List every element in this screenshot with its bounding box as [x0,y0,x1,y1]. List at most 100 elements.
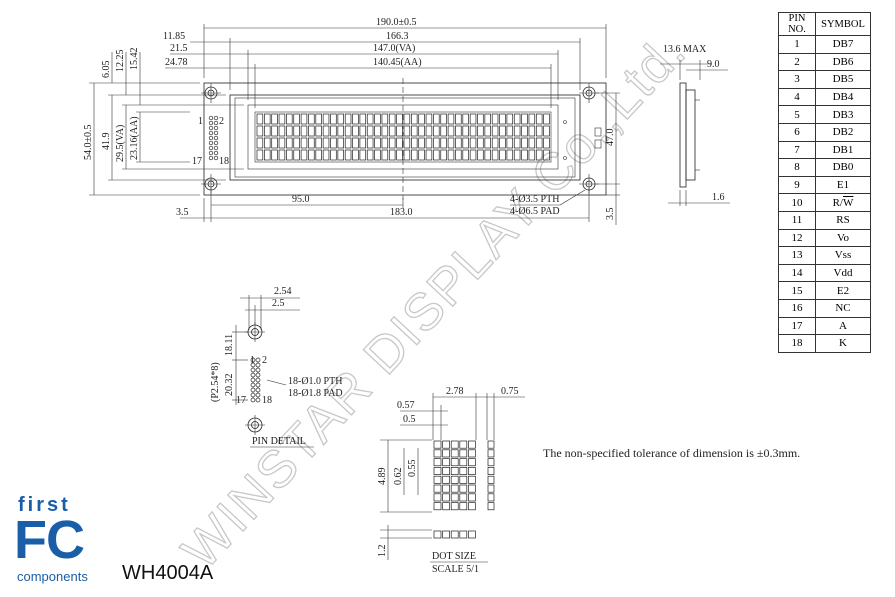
char-cell [462,149,469,161]
pin-symbol: A [815,316,871,336]
char-cell [286,113,293,125]
char-cell [271,149,278,161]
char-cell [447,149,455,161]
char-cell [484,113,492,125]
char-cell [256,125,264,137]
dot-dim-0-75: 0.75 [501,386,519,397]
dim-13-6: 13.6 MAX [663,44,707,55]
dim-29-5: 29.5(VA) [115,125,126,162]
dot-cell [450,440,459,449]
dot-cell [468,458,476,467]
char-cell [344,125,352,137]
dot-cell [433,502,442,511]
dot-cell [459,502,468,511]
char-cell [447,113,455,125]
char-cell [513,125,521,137]
char-cell [322,149,330,161]
dot-cell [459,493,468,502]
char-cell [499,113,506,125]
char-cell [462,137,469,149]
dot-cell [433,484,442,493]
dot-cell [442,530,450,539]
detail-pin [250,392,256,398]
front-pin [213,115,219,121]
front-pin-17-label: 17 [192,156,202,167]
pin-number: 17 [778,316,816,336]
char-cell [418,149,425,161]
char-cell [528,149,536,161]
char-cell [462,113,469,125]
pin-number: 12 [778,228,816,248]
char-cell [271,125,278,137]
char-cell [403,137,411,149]
char-cell [388,137,396,149]
char-cell [499,149,506,161]
char-cell [477,137,484,149]
front-pin [208,125,214,131]
pin-detail: 1 2 17 18 2.54 2.5 18.11 20.32 (P2.54*8)… [210,286,343,448]
char-cell [425,113,433,125]
char-cell [278,125,286,137]
char-cell [535,113,543,125]
char-cell [337,149,345,161]
pin-symbol: E2 [815,281,871,300]
char-cell [543,113,550,125]
dim-3-5-right: 3.5 [605,208,616,221]
char-cell [374,125,381,137]
logo-components: components [17,569,88,584]
dot-dim-0-57: 0.57 [397,400,415,411]
char-cell [491,149,499,161]
pin-number: 9 [778,175,816,195]
pin-symbol: E1 [815,175,871,195]
pin-pad-label: 18-Ø1.8 PAD [288,388,343,399]
detail-pin [255,397,261,403]
dot-cell [450,530,459,539]
char-cell [315,125,322,137]
pin-symbol: NC [815,298,871,318]
char-cell [543,137,550,149]
char-cell [374,113,381,125]
dim-190: 190.0±0.5 [376,17,417,28]
dim-147: 147.0(VA) [373,43,415,54]
char-cell [330,113,337,125]
pin-symbol: DB2 [815,122,871,142]
dim-41-9: 41.9 [101,133,112,151]
char-cell [396,137,403,149]
logo-first: first [18,494,71,516]
dot-cell [487,449,495,458]
symbol-header: SYMBOL [815,12,871,36]
front-pin [208,135,214,141]
char-cell [374,137,381,149]
char-cell [440,125,447,137]
pin-symbol: R/W [815,193,871,212]
char-cell [411,125,418,137]
detail-pin [255,367,261,373]
char-cell [264,149,271,161]
char-cell [469,125,477,137]
pin-number: 14 [778,263,816,283]
dim-6-05: 6.05 [101,61,112,79]
char-cell [418,125,425,137]
char-cell [293,149,300,161]
char-cell [300,125,308,137]
dot-size-detail: 2.78 0.75 0.57 0.5 4.89 0.62 0.55 1.2 DO… [377,386,525,575]
detail-pin [255,382,261,388]
char-cell [308,137,315,149]
char-cell [396,125,403,137]
front-pin [213,120,219,126]
char-cell [403,125,411,137]
pin-number: 1 [778,35,816,54]
char-cell [513,137,521,149]
char-cell [403,149,411,161]
char-cell [366,149,374,161]
char-cell [359,149,367,161]
dot-cell [468,475,476,484]
char-cell [352,113,359,125]
char-cell [381,149,389,161]
dot-cell [468,467,476,475]
dot-size-title: DOT SIZE [432,551,476,562]
